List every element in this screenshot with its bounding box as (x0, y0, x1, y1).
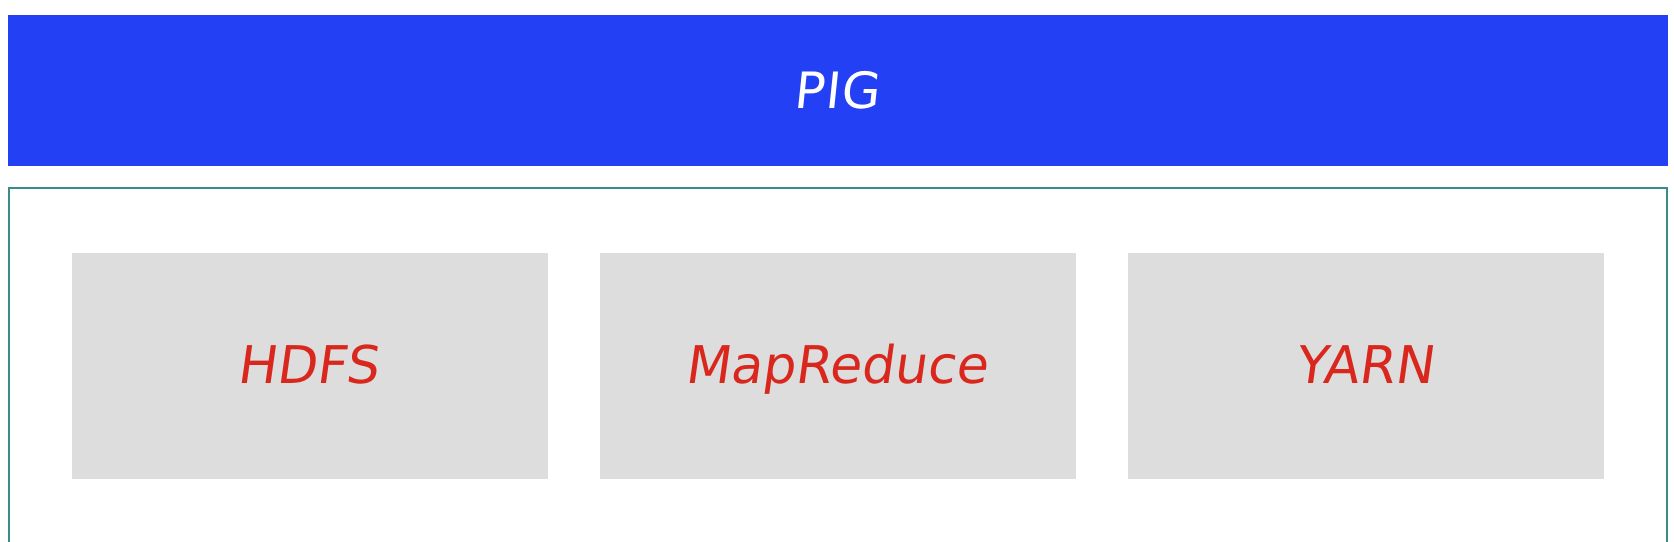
mapreduce-label: MapReduce (682, 336, 994, 396)
pig-layer-label: PIG (791, 61, 885, 120)
hadoop-components-container: HDFS MapReduce YARN (8, 187, 1668, 542)
yarn-box: YARN (1128, 253, 1604, 479)
hdfs-label: HDFS (235, 336, 385, 396)
pig-layer-bar: PIG (8, 15, 1668, 166)
mapreduce-box: MapReduce (600, 253, 1076, 479)
yarn-label: YARN (1292, 336, 1440, 396)
hdfs-box: HDFS (72, 253, 548, 479)
